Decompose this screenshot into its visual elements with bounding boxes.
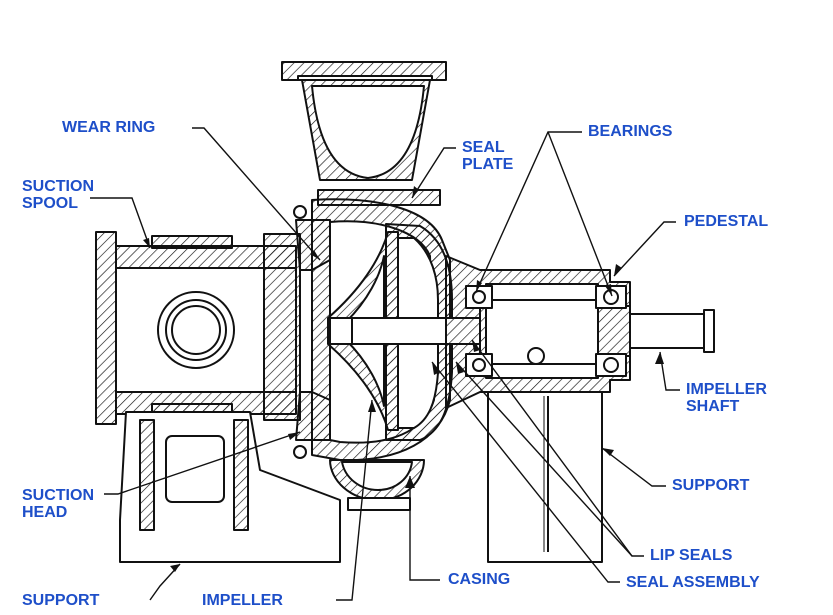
arrow-impeller [368, 400, 376, 412]
leader-seal-plate [411, 147, 456, 199]
leader-support-right [601, 447, 666, 487]
label-lip-seals: LIP SEALS [650, 547, 733, 564]
left-support [119, 411, 341, 563]
arrow-seal-assembly [432, 362, 440, 375]
arrow-suction-spool [143, 238, 150, 248]
arrow-seal-plate [412, 186, 419, 198]
pedestal [445, 255, 631, 409]
arrow-bearing-2 [605, 284, 612, 296]
leader-seal-assembly [431, 361, 620, 583]
label-impeller-shaft-line1: IMPELLER [686, 381, 767, 398]
leader-casing [409, 476, 440, 581]
label-seal-plate-line1: SEAL [462, 139, 505, 156]
label-suction-spool-line2: SPOOL [22, 195, 79, 212]
discharge-nozzle [281, 61, 447, 206]
label-casing: CASING [448, 571, 511, 588]
arrow-impeller-shaft [655, 352, 664, 364]
label-impeller: IMPELLER [202, 592, 283, 609]
label-pedestal: PEDESTAL [684, 213, 769, 230]
leader-impeller-shaft [659, 351, 680, 391]
leader-wear-ring [192, 127, 321, 261]
leader-suction-head [104, 431, 301, 495]
leader-bearings-b [547, 131, 613, 297]
label-impeller-shaft-line2: SHAFT [686, 398, 740, 415]
arrow-wear-ring [310, 250, 320, 260]
leader-impeller [336, 399, 373, 601]
arrow-lip-seal-1 [472, 340, 480, 352]
label-suction-spool-line1: SUCTION [22, 178, 94, 195]
leader-pedestal [613, 221, 676, 277]
arrow-bearing-1 [476, 280, 482, 292]
arrow-support-right [602, 448, 614, 456]
leader-suction-spool [90, 197, 151, 249]
label-suction-head-line2: HEAD [22, 504, 68, 521]
right-support [487, 391, 603, 563]
arrow-suction-head [288, 432, 300, 440]
arrow-pedestal [614, 264, 622, 276]
leader-lip-seals-b [455, 361, 633, 557]
label-support-right: SUPPORT [672, 477, 750, 494]
label-support-left: SUPPORT [22, 592, 100, 609]
leader-support-left [149, 563, 181, 601]
arrow-support-left [170, 564, 180, 572]
label-seal-plate-line2: PLATE [462, 156, 514, 173]
label-wear-ring: WEAR RING [62, 119, 156, 136]
arrow-lip-seal-2 [456, 362, 464, 374]
label-suction-head-line1: SUCTION [22, 487, 94, 504]
label-seal-assembly: SEAL ASSEMBLY [626, 574, 760, 591]
label-bearings: BEARINGS [588, 123, 673, 140]
bearings [465, 285, 627, 377]
arrow-casing [405, 476, 415, 488]
